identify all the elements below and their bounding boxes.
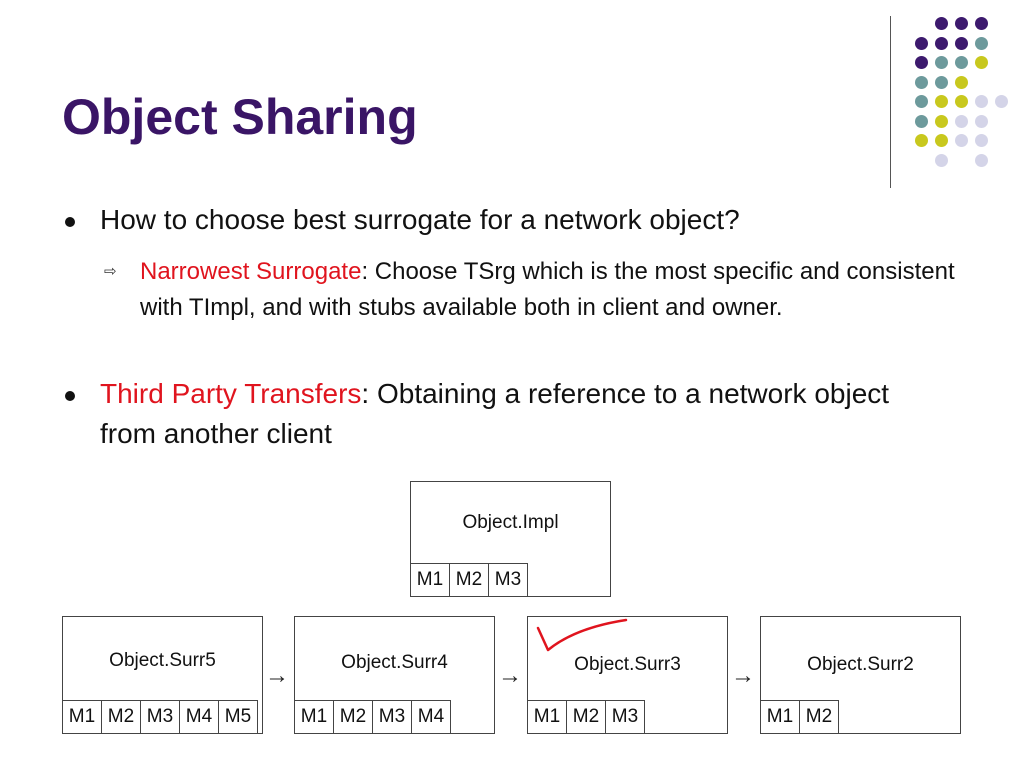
sub-bullet-text: : Choose TSrg which is the most specific…	[140, 258, 955, 321]
bullet-icon	[65, 391, 75, 401]
method-cell: M1	[62, 700, 102, 734]
decorative-dot	[915, 36, 928, 50]
decorative-dot	[975, 114, 988, 128]
method-cell: M2	[566, 700, 606, 734]
method-cell: M2	[449, 563, 489, 597]
method-cell: M5	[218, 700, 258, 734]
decorative-dot	[935, 17, 948, 30]
decorative-dot	[915, 75, 928, 89]
method-cell: M4	[411, 700, 451, 734]
decorative-dot	[975, 56, 988, 69]
surrogate-name: Object.Surr5	[109, 650, 216, 671]
decorative-dot	[935, 153, 948, 167]
decorative-dot	[995, 95, 1008, 108]
method-cell: M2	[101, 700, 141, 734]
decorative-dot	[915, 95, 928, 108]
decorative-dot	[935, 56, 948, 69]
surrogate-name: Object.Surr3	[574, 654, 681, 675]
surrogate-name: Object.Surr2	[807, 654, 914, 675]
method-cell: M3	[488, 563, 528, 597]
decorative-dot	[955, 95, 968, 108]
decorative-dot	[975, 17, 988, 30]
arrow-icon: →	[265, 662, 289, 689]
method-cell: M2	[333, 700, 373, 734]
method-cell: M2	[799, 700, 839, 734]
decorative-dot	[955, 17, 968, 30]
decorative-dot	[935, 134, 948, 147]
decorative-dot	[955, 56, 968, 69]
decorative-divider	[890, 16, 891, 188]
sub-bullet-arrow-icon: ⇨	[104, 263, 117, 280]
method-cell: M1	[294, 700, 334, 734]
slide-title: Object Sharing	[62, 89, 418, 145]
decorative-dot	[955, 36, 968, 50]
method-cell: M1	[760, 700, 800, 734]
method-cell: M3	[372, 700, 412, 734]
bullet-1-text: How to choose best surrogate for a netwo…	[100, 204, 740, 235]
decorative-dot	[935, 75, 948, 89]
surrogate-name: Object.Surr4	[341, 652, 448, 673]
decorative-dot	[915, 114, 928, 128]
check-mark-icon	[536, 618, 628, 652]
method-cell: M3	[140, 700, 180, 734]
sub-bullet-highlight: Narrowest Surrogate	[140, 258, 362, 285]
method-cell: M1	[527, 700, 567, 734]
method-cell: M4	[179, 700, 219, 734]
sub-bullet: Narrowest Surrogate: Choose TSrg which i…	[140, 254, 970, 326]
decorative-dot	[935, 36, 948, 50]
decorative-dot	[935, 95, 948, 108]
decorative-dot	[935, 114, 948, 128]
decorative-dot	[975, 95, 988, 108]
bullet-2: Third Party Transfers: Obtaining a refer…	[100, 374, 920, 454]
decorative-dot	[915, 134, 928, 147]
decorative-dot	[955, 114, 968, 128]
decorative-dot	[915, 56, 928, 69]
bullet-2-text: : Obtaining a reference to a network obj…	[100, 378, 890, 449]
bullet-icon	[65, 217, 75, 227]
decorative-dot	[955, 134, 968, 147]
decorative-dot	[955, 75, 968, 89]
bullet-2-highlight: Third Party Transfers	[100, 378, 362, 409]
method-cell: M1	[410, 563, 450, 597]
decorative-dot	[975, 134, 988, 147]
decorative-dot-grid	[0, 0, 1024, 200]
arrow-icon: →	[498, 662, 522, 689]
arrow-icon: →	[731, 662, 755, 689]
method-cell: M3	[605, 700, 645, 734]
decorative-dot	[975, 153, 988, 167]
decorative-dot	[975, 36, 988, 50]
object-impl-name: Object.Impl	[462, 512, 559, 533]
